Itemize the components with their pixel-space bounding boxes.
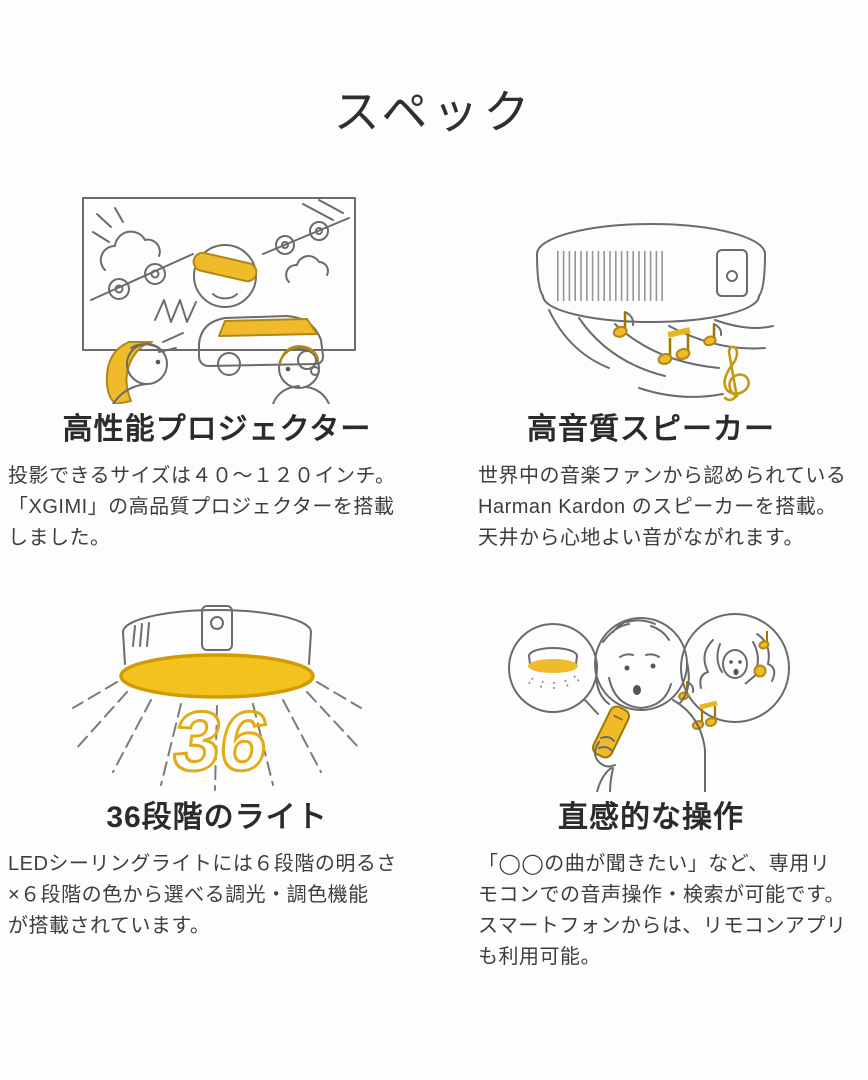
crash-zigzag bbox=[154, 299, 197, 323]
voice-control-illustration bbox=[508, 613, 790, 792]
treble-clef bbox=[723, 345, 750, 402]
speed-lines bbox=[302, 199, 344, 221]
light-rays bbox=[72, 681, 362, 791]
remote-control bbox=[591, 705, 631, 759]
feature-body: LEDシーリングライトには６段階の明るさ ×６段階の色から選べる調光・調色機能 … bbox=[8, 853, 397, 937]
singer-face bbox=[722, 649, 748, 679]
person-mouth-open bbox=[633, 685, 641, 695]
light-illustration-wrap: 36 bbox=[62, 580, 372, 792]
device-bottom bbox=[542, 295, 760, 323]
feature-speaker: 高音質スピーカー 世界中の音楽ファンから認められている Harman Kardo… bbox=[434, 192, 868, 554]
feature-heading: 高音質スピーカー bbox=[527, 413, 775, 446]
feature-grid: 高性能プロジェクター 投影できるサイズは４０～１２０インチ。 「XGIMI」の高… bbox=[0, 192, 868, 973]
device-top bbox=[536, 223, 766, 255]
mini-light-glow bbox=[528, 659, 578, 673]
singer-thought-bubble bbox=[680, 613, 790, 723]
ceiling-light-illustration: 36 bbox=[72, 605, 362, 791]
smoke-cloud bbox=[99, 230, 161, 271]
mini-light-rays bbox=[526, 675, 582, 691]
eighth-note bbox=[612, 311, 635, 338]
feature-body: 「◯◯の曲が聞きたい」など、専用リ モコンでの音声操作・検索が可能です。 スマー… bbox=[478, 853, 847, 968]
smoke-cloud-right bbox=[285, 255, 329, 283]
car-wheel bbox=[297, 350, 317, 370]
speaker-device bbox=[536, 223, 766, 323]
bubble-note bbox=[758, 631, 770, 650]
person-eye bbox=[650, 663, 656, 669]
woman-hair-top bbox=[130, 343, 164, 353]
car bbox=[198, 315, 324, 376]
feature-voice: 直感的な操作 「◯◯の曲が聞きたい」など、専用リ モコンでの音声操作・検索が可能… bbox=[434, 580, 868, 973]
viewer-woman bbox=[105, 341, 168, 404]
man-ear bbox=[310, 366, 320, 376]
feature-projector: 高性能プロジェクター 投影できるサイズは４０～１２０インチ。 「XGIMI」の高… bbox=[0, 192, 434, 554]
person-shoulder-right bbox=[672, 699, 706, 792]
device-sensor bbox=[201, 605, 233, 651]
voice-illustration-wrap bbox=[496, 580, 806, 792]
light-glow bbox=[119, 653, 315, 699]
man-hair bbox=[279, 345, 319, 365]
feature-light: 36 36段階のライト LEDシーリングライトには６段階の明るさ ×６段階の色か… bbox=[0, 580, 434, 973]
page-title: スペック bbox=[333, 86, 535, 138]
pilot-smile bbox=[212, 293, 238, 300]
person-eyebrows bbox=[619, 653, 660, 658]
person-fingers bbox=[598, 736, 615, 752]
sound-waves bbox=[548, 309, 774, 398]
person-bangs bbox=[602, 619, 670, 643]
feature-heading: 直感的な操作 bbox=[558, 801, 744, 834]
person-eye bbox=[624, 665, 630, 671]
person-chin bbox=[608, 677, 672, 709]
flight-path-left bbox=[90, 253, 194, 301]
music-notes bbox=[612, 311, 750, 402]
woman-shoulder bbox=[112, 383, 148, 404]
person-shoulder-left bbox=[596, 767, 612, 792]
eighth-note bbox=[703, 323, 723, 347]
feature-body: 投影できるサイズは４０～１２０インチ。 「XGIMI」の高品質プロジェクターを搭… bbox=[8, 465, 396, 549]
speaker-illustration-wrap bbox=[516, 192, 786, 404]
man-eye bbox=[285, 366, 291, 372]
feature-body: 世界中の音楽ファンから認められている Harman Kardon のスピーカーを… bbox=[478, 465, 847, 549]
beamed-notes bbox=[657, 327, 691, 365]
pilot-goggles bbox=[192, 251, 258, 283]
car-windshield bbox=[218, 318, 318, 337]
projector-screen-illustration bbox=[82, 197, 356, 404]
person-head bbox=[594, 617, 688, 711]
viewer-man bbox=[272, 345, 330, 404]
person-hand bbox=[594, 741, 616, 768]
mic-handle bbox=[744, 673, 758, 685]
man-shoulder bbox=[272, 385, 330, 404]
light-levels-number: 36 bbox=[168, 694, 275, 788]
movie-screen bbox=[82, 197, 356, 376]
explosion-lines bbox=[92, 207, 124, 243]
feature-heading: 高性能プロジェクター bbox=[62, 413, 372, 446]
light-thought-bubble bbox=[508, 623, 599, 715]
singer-mouth bbox=[733, 668, 739, 676]
projector-illustration-wrap bbox=[62, 192, 372, 404]
device-hatch bbox=[132, 622, 150, 647]
mic-head bbox=[753, 664, 767, 678]
person-arm bbox=[609, 767, 614, 792]
speaking-person bbox=[591, 617, 706, 792]
light-device bbox=[122, 605, 312, 665]
car-wheel bbox=[217, 352, 241, 376]
person-side-hair bbox=[595, 661, 690, 705]
ceiling-speaker-illustration bbox=[536, 223, 774, 402]
woman-eye bbox=[155, 359, 161, 365]
device-button bbox=[716, 249, 748, 297]
woman-hair bbox=[105, 341, 153, 404]
feature-heading: 36段階のライト bbox=[106, 801, 328, 834]
